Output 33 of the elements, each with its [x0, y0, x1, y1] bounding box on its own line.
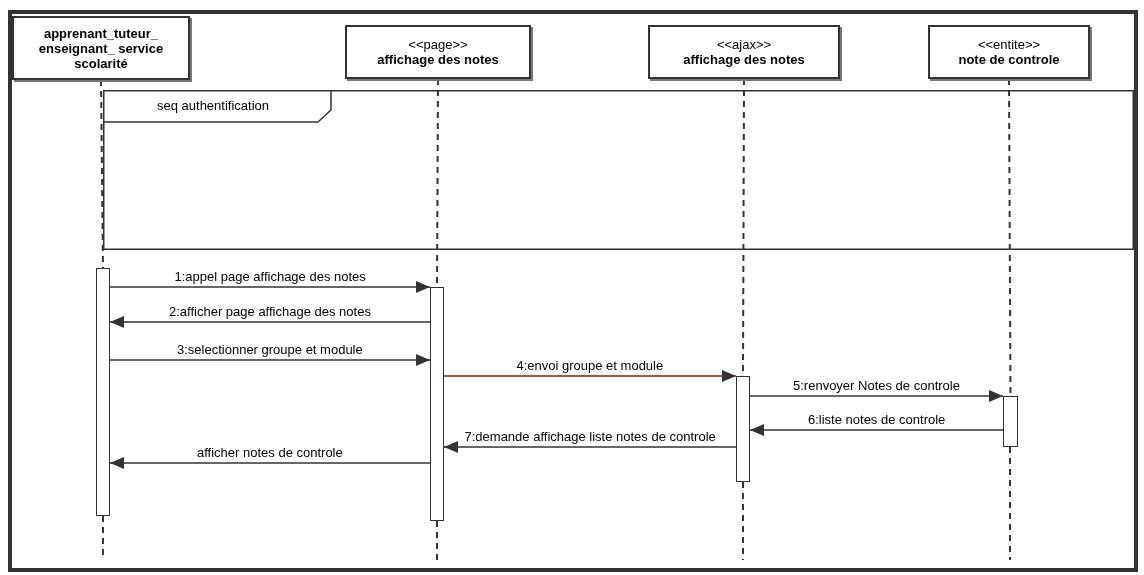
activation-bar — [736, 376, 750, 482]
message-arrow — [109, 457, 431, 469]
stereotype-label: <<page>> — [408, 37, 468, 52]
message-arrow — [109, 316, 431, 328]
message-label: 4:envoi groupe et module — [514, 358, 666, 373]
message-label: 2:afficher page affichage des notes — [167, 304, 373, 319]
activation-bar — [430, 287, 444, 521]
lifeline-head-box — [648, 25, 840, 79]
message-label: afficher notes de controle — [195, 445, 345, 460]
activation-bar — [1003, 396, 1018, 447]
participant-name: note de controle — [958, 52, 1060, 67]
lifeline-head-box — [12, 16, 190, 80]
message-label: 3:selectionner groupe et module — [175, 342, 365, 357]
stereotype-label: <<entite>> — [977, 37, 1041, 52]
message-label: 5:renvoyer Notes de controle — [791, 378, 962, 393]
message-label: 1:appel page affichage des notes — [172, 269, 368, 284]
message-label: 6:liste notes de controle — [806, 412, 948, 427]
lifeline-head-box — [345, 25, 531, 79]
message-arrow — [109, 281, 431, 293]
participant-name: affichage des notes — [377, 52, 499, 67]
fragment-label: seq authentification — [156, 96, 270, 115]
activation-bar — [96, 268, 110, 516]
participant-name: apprenant_tuteur_ enseignant_ service scolarité — [37, 25, 165, 71]
message-arrow — [749, 390, 1004, 402]
message-arrow — [443, 441, 737, 453]
message-arrow — [749, 424, 1004, 436]
lifeline — [100, 79, 104, 269]
lifeline-head-box — [928, 25, 1090, 79]
participant-name: affichage des notes — [683, 52, 805, 67]
stereotype-label: <<ajax>> — [716, 37, 772, 52]
message-arrow — [109, 354, 431, 366]
message-label: 7:demande affichage liste notes de controle — [462, 429, 718, 444]
message-arrow — [443, 370, 737, 382]
